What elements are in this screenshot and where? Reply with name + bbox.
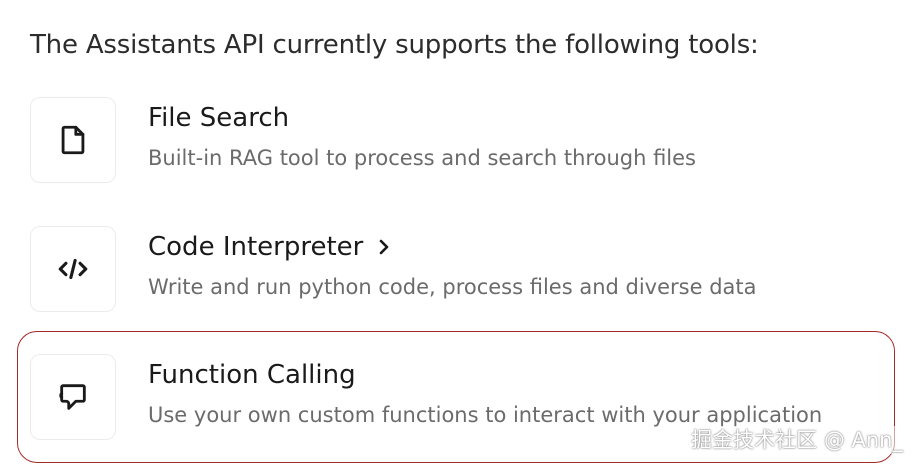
tool-description: Write and run python code, process files… <box>148 275 757 299</box>
tool-icon-box <box>30 354 116 440</box>
tool-function-calling[interactable]: Function Calling Use your own custom fun… <box>30 354 890 444</box>
tool-title: File Search <box>148 100 289 136</box>
file-icon <box>61 125 85 155</box>
tool-title: Function Calling <box>148 357 356 393</box>
tool-title-text[interactable]: Code Interpreter <box>148 232 364 262</box>
tool-file-search[interactable]: File Search Built-in RAG tool to process… <box>30 97 890 187</box>
tool-code-interpreter[interactable]: Code Interpreter Write and run python co… <box>30 226 890 316</box>
tool-icon-box <box>30 226 116 312</box>
tool-title-text: File Search <box>148 103 290 133</box>
watermark: 掘金技术社区 @ Ann_ <box>687 426 907 454</box>
tool-title-text: Function Calling <box>148 360 356 390</box>
function-icon <box>59 384 86 410</box>
intro-text: The Assistants API currently supports th… <box>30 30 759 60</box>
tool-description: Built-in RAG tool to process and search … <box>148 146 696 170</box>
chevron-right-icon[interactable] <box>377 238 391 256</box>
tool-icon-box <box>30 97 116 183</box>
tool-title[interactable]: Code Interpreter <box>148 229 391 265</box>
tool-description: Use your own custom functions to interac… <box>148 403 823 427</box>
code-icon <box>58 258 88 280</box>
